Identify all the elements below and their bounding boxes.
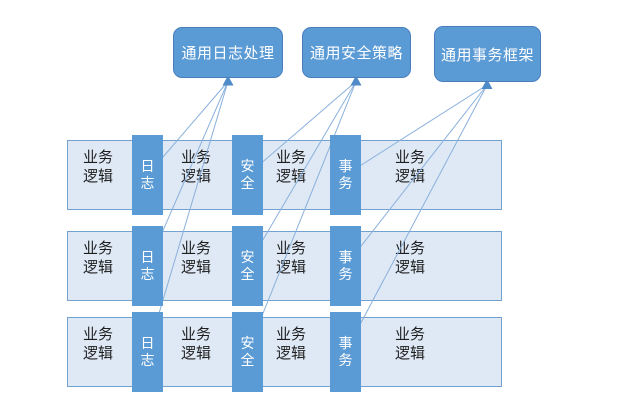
business-logic-label: 业务逻辑 bbox=[394, 326, 425, 362]
business-logic-label: 业务逻辑 bbox=[275, 240, 306, 276]
business-logic-label: 业务逻辑 bbox=[82, 326, 113, 362]
business-logic-label: 业务逻辑 bbox=[180, 149, 211, 185]
business-logic-label: 业务逻辑 bbox=[275, 326, 306, 362]
segment-security-1-label: 安全 bbox=[240, 158, 255, 191]
segment-transaction-2: 事务 bbox=[330, 226, 361, 306]
aspect-node-log-label: 通用日志处理 bbox=[181, 45, 275, 62]
segment-security-3: 安全 bbox=[232, 312, 263, 392]
business-logic-label: 业务逻辑 bbox=[82, 240, 113, 276]
segment-security-2-label: 安全 bbox=[240, 249, 255, 282]
business-logic-label: 业务逻辑 bbox=[82, 149, 113, 185]
segment-transaction-3: 事务 bbox=[330, 312, 361, 392]
aspect-node-transaction: 通用事务框架 bbox=[434, 26, 541, 82]
segment-transaction-1: 事务 bbox=[330, 135, 361, 215]
aspect-node-security: 通用安全策略 bbox=[302, 27, 411, 78]
segment-log-1: 日志 bbox=[132, 135, 163, 215]
segment-log-2: 日志 bbox=[132, 226, 163, 306]
segment-log-3: 日志 bbox=[132, 312, 163, 392]
segment-transaction-3-label: 事务 bbox=[338, 335, 353, 368]
segment-log-3-label: 日志 bbox=[140, 335, 155, 368]
business-logic-label: 业务逻辑 bbox=[394, 149, 425, 185]
aspect-node-log: 通用日志处理 bbox=[173, 27, 283, 78]
business-logic-label: 业务逻辑 bbox=[180, 240, 211, 276]
segment-transaction-2-label: 事务 bbox=[338, 249, 353, 282]
aspect-node-transaction-label: 通用事务框架 bbox=[440, 46, 534, 64]
business-logic-label: 业务逻辑 bbox=[180, 326, 211, 362]
segment-log-1-label: 日志 bbox=[140, 158, 155, 191]
segment-security-2: 安全 bbox=[232, 226, 263, 306]
segment-log-2-label: 日志 bbox=[140, 249, 155, 282]
business-logic-label: 业务逻辑 bbox=[394, 240, 425, 276]
segment-security-1: 安全 bbox=[232, 135, 263, 215]
business-logic-label: 业务逻辑 bbox=[275, 149, 306, 185]
aspect-node-security-label: 通用安全策略 bbox=[309, 45, 403, 62]
connector-transaction-to-pipeline-3 bbox=[345, 84, 488, 353]
segment-security-3-label: 安全 bbox=[240, 335, 255, 368]
segment-transaction-1-label: 事务 bbox=[338, 158, 353, 191]
